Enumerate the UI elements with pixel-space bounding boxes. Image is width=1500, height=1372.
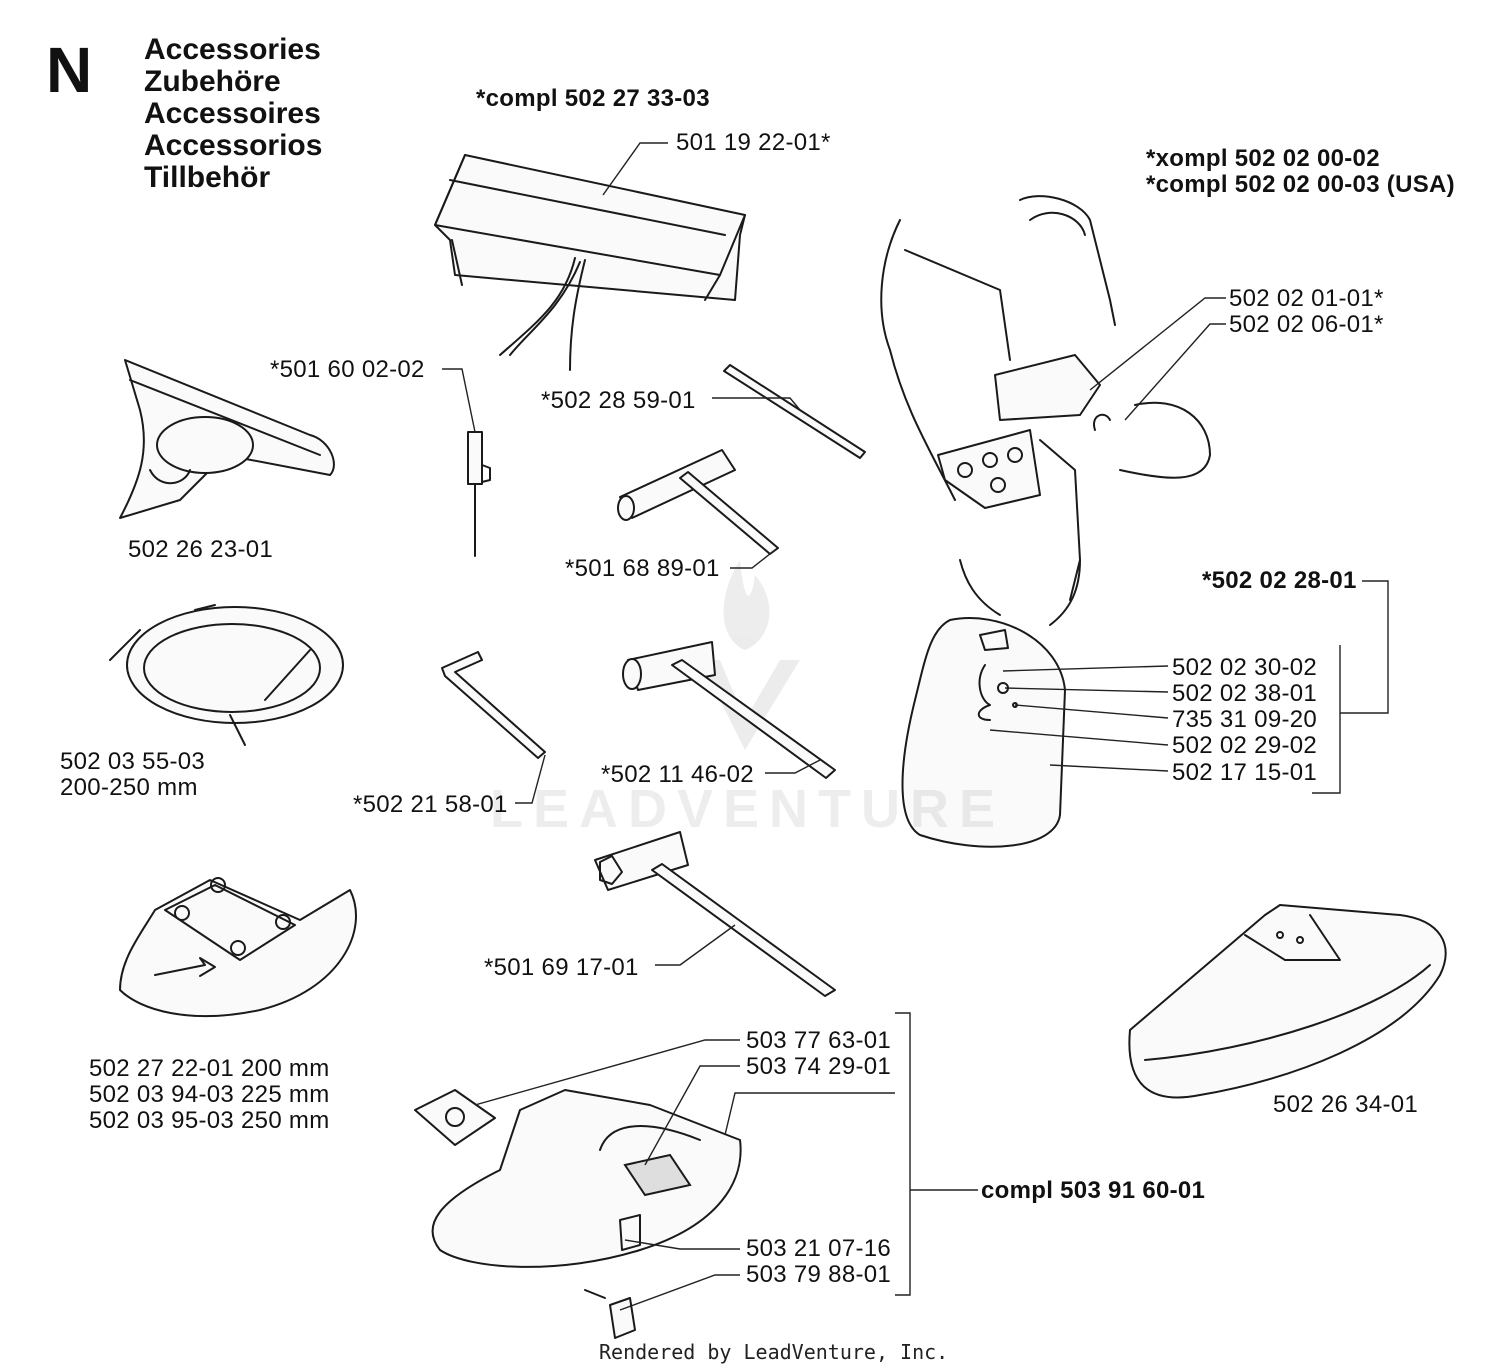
label-hip-pad-kit: *502 02 28-01 [1202,567,1357,594]
leader-lines [442,142,1389,1311]
title-fr: Accessoires [144,97,321,130]
label-wrench-501-69: *501 69 17-01 [484,954,639,981]
title-de: Zubehöre [144,65,281,98]
label-hip-735: 735 31 09-20 [1172,706,1318,733]
label-bag: 501 19 22-01* [676,129,831,156]
small-tool-illustration [467,431,491,557]
trimmer-guard-ring-illustration [109,604,344,746]
label-blade-guard-big: 502 26 34-01 [1273,1091,1419,1118]
combination-wrench-illustration [622,641,836,779]
title-sv: Tillbehör [144,161,271,194]
guard-assembly-illustration [414,1089,742,1339]
label-blade-guard-tri: 502 26 23-01 [128,536,274,563]
label-knife-503-79: 503 79 88-01 [746,1261,892,1288]
hex-key-illustration [441,651,546,759]
section-titles: Accessories Zubehöre Accessoires Accesso… [144,34,322,194]
label-guard-250: 502 03 95-03 250 mm [89,1107,330,1134]
tool-bag-illustration [434,154,746,371]
label-wrench-502-11: *502 11 46-02 [601,761,754,788]
title-es: Accessorios [144,129,323,162]
label-wrench-501-68: *501 68 89-01 [565,555,720,582]
section-letter: N [46,34,93,106]
hip-pad-illustration [901,617,1066,848]
label-plate-503-77: 503 77 63-01 [746,1027,892,1054]
footer-credit: Rendered by LeadVenture, Inc. [599,1340,949,1364]
label-xompl-harness: *xompl 502 02 00-02 [1146,145,1380,172]
label-hip-30: 502 02 30-02 [1172,654,1318,681]
label-tool-501-60: *501 60 02-02 [270,356,425,383]
label-trim-guard-code: 502 03 55-03 [60,748,206,775]
t-wrench-illustration [617,449,779,555]
watermark-logo [700,560,800,750]
label-guard-225: 502 03 94-03 225 mm [89,1081,330,1108]
watermark-text: LEADVENTURE [490,779,1006,839]
rod-illustration [723,364,866,459]
label-harness-pad: 502 02 01-01* [1229,285,1384,312]
label-hip-38: 502 02 38-01 [1172,680,1318,707]
large-blade-guard-illustration [1128,904,1447,1099]
label-trim-guard-size: 200-250 mm [60,774,198,801]
triangular-guard-illustration [119,359,335,519]
label-compl-harness-usa: *compl 502 02 00-03 (USA) [1146,171,1455,198]
label-rod-502-28: *502 28 59-01 [541,387,696,414]
title-en: Accessories [144,33,321,66]
label-hip-29: 502 02 29-02 [1172,732,1318,759]
label-decal-503-74: 503 74 29-01 [746,1053,892,1080]
grass-guard-illustration [119,877,357,1018]
label-compl-bag: *compl 502 27 33-03 [476,85,710,112]
label-hex-key: *502 21 58-01 [353,791,508,818]
scraper-wrench-illustration [594,831,836,997]
label-guard-200: 502 27 22-01 200 mm [89,1055,330,1082]
harness-illustration [880,195,1211,626]
label-harness-hook: 502 02 06-01* [1229,311,1384,338]
label-hip-17: 502 17 15-01 [1172,759,1318,786]
label-compl-guard: compl 503 91 60-01 [981,1177,1206,1204]
label-screw-503-21: 503 21 07-16 [746,1235,892,1262]
